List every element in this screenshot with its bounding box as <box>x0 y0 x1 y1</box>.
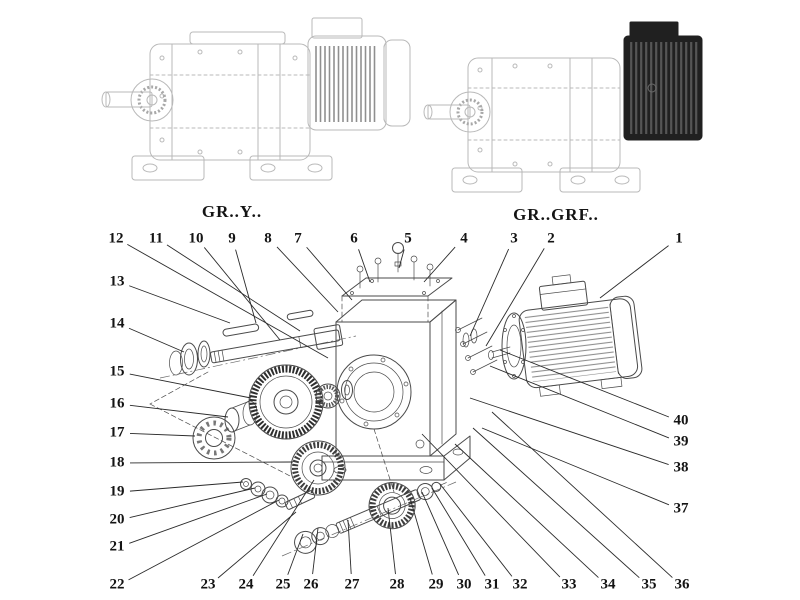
part-callout-22: 22 <box>109 576 125 593</box>
part-callout-8: 8 <box>264 230 272 247</box>
part-callout-31: 31 <box>484 576 500 593</box>
leader-line-22 <box>128 499 280 581</box>
electric-motor <box>518 274 643 397</box>
leader-line-32 <box>439 483 513 577</box>
part-callout-2: 2 <box>547 230 555 247</box>
cover-plate-and-bolts <box>341 242 453 297</box>
leader-line-18 <box>129 461 294 464</box>
part-callout-21: 21 <box>109 538 125 555</box>
part-callout-40: 40 <box>673 412 689 429</box>
part-callout-27: 27 <box>344 576 360 593</box>
leader-line-1 <box>599 245 669 299</box>
part-callout-36: 36 <box>674 576 690 593</box>
figure-label-gr-grf: GR..GRF.. <box>513 205 599 224</box>
part-callout-35: 35 <box>641 576 657 593</box>
leader-line-35 <box>472 427 640 579</box>
part-callout-39: 39 <box>673 433 689 450</box>
leader-line-12 <box>127 243 329 359</box>
part-callout-6: 6 <box>350 230 358 247</box>
leader-line-14 <box>128 327 185 353</box>
part-callout-19: 19 <box>109 483 125 500</box>
part-callout-34: 34 <box>600 576 616 593</box>
part-callout-17: 17 <box>109 424 125 441</box>
part-callout-25: 25 <box>275 576 291 593</box>
leader-line-34 <box>454 443 599 578</box>
part-callout-7: 7 <box>294 230 302 247</box>
toothed-gear-large <box>248 364 324 440</box>
leader-lines <box>127 243 673 581</box>
leader-line-13 <box>129 285 231 324</box>
part-callout-37: 37 <box>673 500 689 517</box>
leader-line-19 <box>129 481 244 492</box>
part-callout-16: 16 <box>109 395 125 412</box>
leader-line-11 <box>166 244 301 332</box>
part-callout-24: 24 <box>238 576 254 593</box>
leader-line-20 <box>129 487 256 518</box>
leader-line-9 <box>235 249 257 324</box>
part-callout-32: 32 <box>512 576 528 593</box>
leader-line-3 <box>469 248 510 337</box>
leader-line-37 <box>481 427 670 506</box>
leader-line-36 <box>491 411 673 578</box>
part-callout-26: 26 <box>303 576 319 593</box>
leader-line-16 <box>129 404 229 418</box>
part-callout-20: 20 <box>109 511 125 528</box>
exploded-view <box>149 242 643 557</box>
leader-line-25 <box>287 533 304 575</box>
assembled-gearmotor-gr-y <box>101 17 411 181</box>
leader-line-33 <box>421 433 561 578</box>
part-callout-33: 33 <box>561 576 577 593</box>
intermediate-gear <box>290 440 346 496</box>
part-callout-18: 18 <box>109 454 125 471</box>
leader-line-29 <box>409 497 433 575</box>
small-pinion <box>315 380 353 409</box>
leader-line-27 <box>347 519 352 575</box>
leader-line-8 <box>276 246 339 313</box>
part-callout-15: 15 <box>109 363 125 380</box>
leader-line-23 <box>217 511 297 579</box>
output-shaft-assembly <box>294 481 447 554</box>
leader-line-15 <box>129 373 252 399</box>
leader-line-21 <box>129 493 268 544</box>
part-callout-5: 5 <box>404 230 412 247</box>
part-callout-14: 14 <box>109 315 125 332</box>
leader-line-26 <box>312 527 319 575</box>
seal-rings <box>169 340 211 376</box>
washer-train <box>240 478 289 508</box>
leader-line-39 <box>489 365 670 439</box>
leader-line-7 <box>306 246 353 301</box>
part-callout-10: 10 <box>188 230 204 247</box>
leader-line-31 <box>431 487 486 576</box>
part-callout-29: 29 <box>428 576 444 593</box>
part-callout-1: 1 <box>675 230 683 247</box>
leader-line-38 <box>469 397 669 465</box>
leader-line-28 <box>387 507 396 575</box>
part-callout-11: 11 <box>148 230 164 247</box>
leader-line-24 <box>252 479 315 577</box>
part-callout-4: 4 <box>460 230 468 247</box>
part-callout-28: 28 <box>389 576 405 593</box>
motor-flange-hardware <box>455 312 527 380</box>
assembled-gearmotor-gr-grf <box>423 21 703 193</box>
part-callout-30: 30 <box>456 576 472 593</box>
part-callout-38: 38 <box>673 459 689 476</box>
splined-stub-shaft <box>284 490 316 510</box>
figure-label-gr-y: GR..Y.. <box>201 202 263 221</box>
part-callout-12: 12 <box>108 230 124 247</box>
part-callout-3: 3 <box>510 230 518 247</box>
leader-line-2 <box>485 248 545 347</box>
leader-line-5 <box>398 249 405 269</box>
leader-line-6 <box>358 249 371 283</box>
leader-line-4 <box>423 246 456 283</box>
housing <box>321 299 471 481</box>
part-callout-23: 23 <box>200 576 216 593</box>
part-callout-9: 9 <box>228 230 236 247</box>
ball-bearing <box>192 416 236 460</box>
leader-line-30 <box>421 491 460 576</box>
part-callout-13: 13 <box>109 273 125 290</box>
leader-line-40 <box>499 349 670 418</box>
leader-line-17 <box>129 432 196 437</box>
